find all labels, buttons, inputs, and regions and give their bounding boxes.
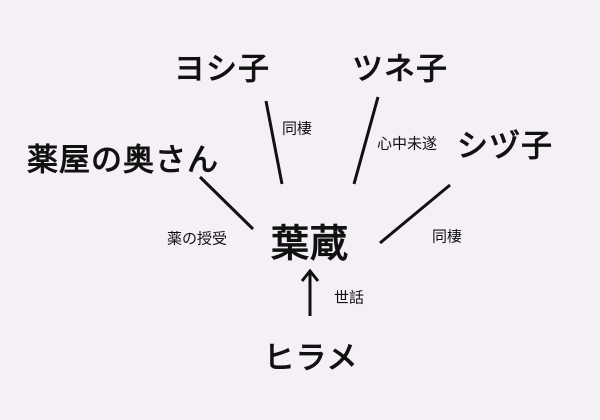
arrow-up-icon — [300, 268, 320, 282]
relation-pharmacist-wife: 薬の授受 — [166, 229, 228, 248]
line-shizuko — [379, 183, 451, 245]
relation-shizuko: 同棲 — [431, 227, 463, 246]
relation-yoshiko: 同棲 — [281, 119, 313, 138]
line-yoshiko — [264, 100, 284, 185]
node-tsuneko: ツネ子 — [352, 51, 448, 88]
line-tsuneko — [352, 96, 380, 185]
relation-tsuneko: 心中未遂 — [376, 134, 438, 153]
node-hirame: ヒラメ — [263, 340, 359, 377]
line-pharmacist-wife — [198, 175, 255, 231]
relation-hirame: 世話 — [333, 288, 365, 307]
node-center: 葉蔵 — [270, 221, 350, 266]
node-pharmacist-wife: 薬屋の奥さん — [27, 142, 219, 179]
node-yoshiko: ヨシ子 — [174, 51, 270, 88]
node-shizuko: シヅ子 — [457, 128, 553, 165]
